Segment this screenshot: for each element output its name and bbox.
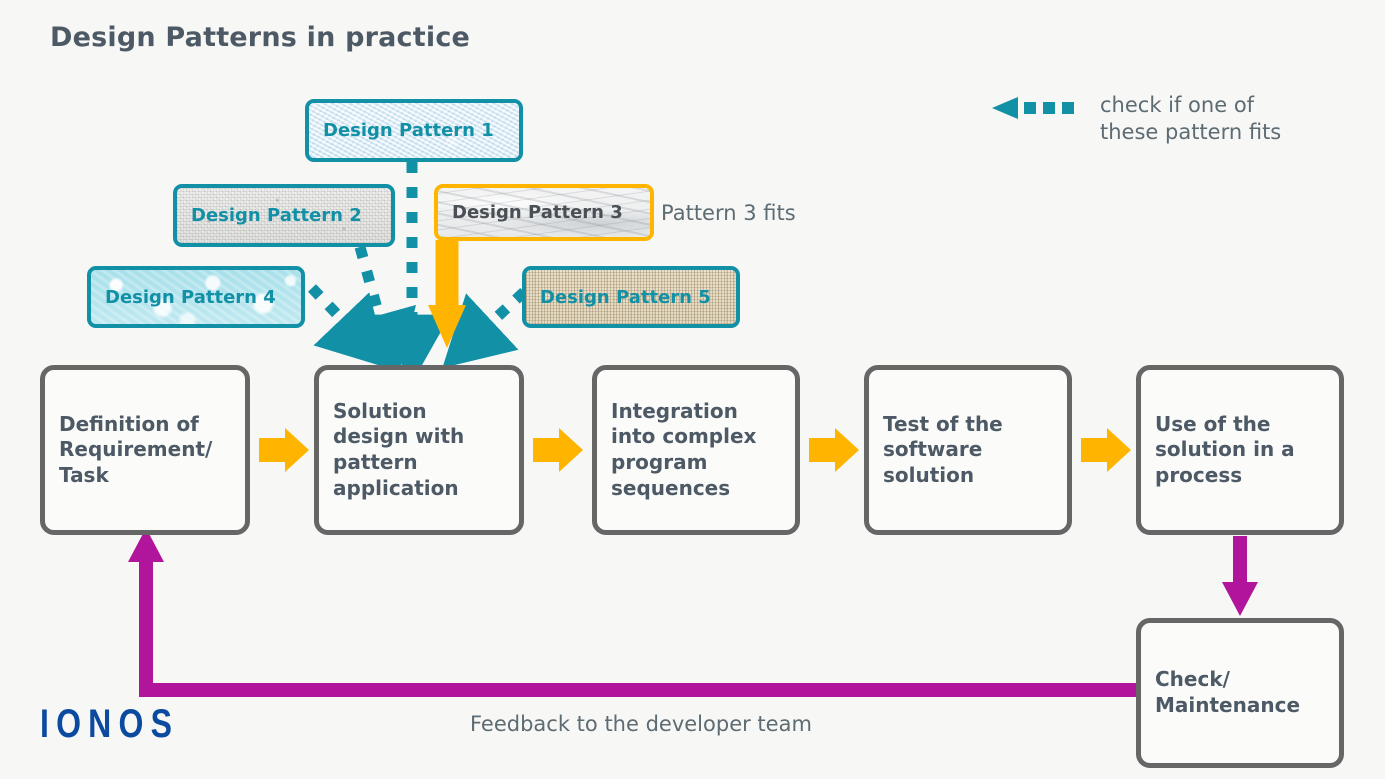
connector-arrow-4 [1081, 428, 1131, 472]
pattern-chip-4[interactable]: Design Pattern 4 [87, 266, 305, 328]
arrow-pattern-4-to-solution [308, 284, 389, 369]
pattern-2-label: Design Pattern 2 [191, 205, 362, 226]
connector-arrow-3 [809, 428, 859, 472]
pattern-chip-5[interactable]: Design Pattern 5 [522, 266, 740, 328]
step-solution[interactable]: Solution design with pattern application [314, 365, 524, 535]
pattern-chip-2[interactable]: Design Pattern 2 [173, 184, 395, 247]
dashed-arrow-left-icon [992, 97, 1074, 119]
pattern-4-texture [91, 270, 301, 324]
pattern-2-texture [177, 188, 391, 243]
connector-arrow-1 [259, 428, 309, 472]
legend-text: check if one of these pattern fits [1100, 92, 1281, 147]
pattern-chip-3[interactable]: Design Pattern 3 [434, 184, 654, 241]
pattern-5-texture [526, 270, 736, 324]
step-integration[interactable]: Integration into complex program sequenc… [592, 365, 800, 535]
arrow-pattern-2-to-solution [341, 245, 416, 381]
step-solution-label: Solution design with pattern application [333, 398, 465, 500]
pattern-3-label: Design Pattern 3 [452, 202, 623, 223]
pattern-5-label: Design Pattern 5 [540, 286, 711, 308]
legend-line-2: these pattern fits [1100, 120, 1282, 145]
pattern-1-texture [309, 103, 519, 158]
step-check-maintenance-label: Check/ Maintenance [1155, 667, 1301, 717]
step-test-label: Test of the software solution [883, 411, 1003, 487]
pattern-4-label: Design Pattern 4 [105, 286, 276, 308]
step-use-label: Use of the solution in a process [1155, 411, 1295, 487]
connector-arrow-2 [533, 428, 583, 472]
arrow-use-to-maintenance [1222, 536, 1258, 616]
step-definition[interactable]: Definition of Requirement/ Task [40, 365, 250, 535]
page-title: Design Patterns in practice [50, 22, 471, 53]
step-check-maintenance[interactable]: Check/ Maintenance [1136, 618, 1344, 768]
step-use[interactable]: Use of the solution in a process [1136, 365, 1344, 535]
pattern-1-label: Design Pattern 1 [323, 120, 494, 141]
legend-line-1: check if one of [1100, 93, 1255, 117]
arrow-pattern-3-selected-to-solution [428, 240, 466, 348]
step-test[interactable]: Test of the software solution [864, 365, 1072, 535]
step-definition-label: Definition of Requirement/ Task [59, 411, 213, 487]
arrow-pattern-5-to-solution [442, 287, 528, 368]
pattern-3-texture [438, 188, 650, 237]
pattern-fits-annotation: Pattern 3 fits [661, 201, 796, 225]
feedback-loop-path [128, 528, 1136, 697]
ionos-logo: IONOS [40, 702, 180, 746]
step-integration-label: Integration into complex program sequenc… [611, 398, 757, 500]
feedback-label: Feedback to the developer team [470, 712, 812, 736]
pattern-chip-1[interactable]: Design Pattern 1 [305, 99, 523, 162]
